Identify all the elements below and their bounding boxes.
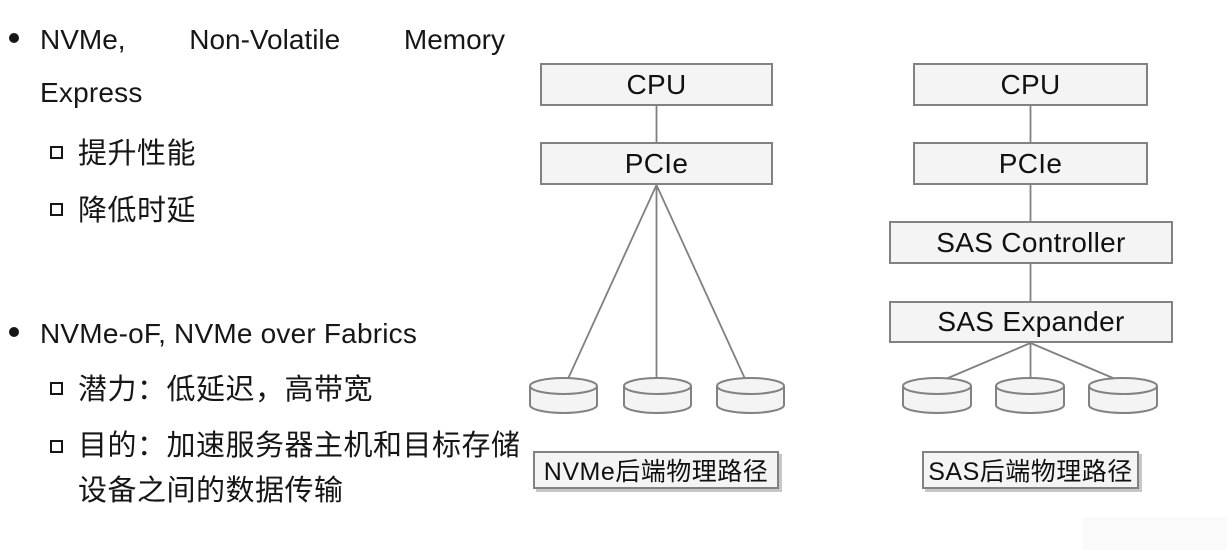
sub-bullet-purpose-line-1: 目的：加速服务器主机和目标存储 <box>78 430 521 462</box>
disk-icon <box>623 377 692 414</box>
disk-icon <box>529 377 598 414</box>
node-box-pcie: PCIe <box>540 142 773 185</box>
bullet-dot <box>9 33 19 43</box>
sas-path-caption: SAS后端物理路径 <box>922 451 1139 489</box>
connector-line <box>655 184 747 382</box>
node-box-sas-controller: SAS Controller <box>889 221 1173 264</box>
watermark-area <box>1083 517 1227 550</box>
disk-icon <box>995 377 1065 414</box>
bullet-1-line-2: Express <box>40 77 143 108</box>
connector-line <box>566 184 658 382</box>
connector-line <box>940 342 1031 382</box>
sub-bullet-reduce-latency: 降低时延 <box>78 195 197 227</box>
square-bullet-icon <box>50 382 63 395</box>
sub-bullet-potential: 潜力：低延迟，高带宽 <box>78 374 374 406</box>
bullet-1-word: Non-Volatile <box>189 24 341 55</box>
node-box-sas-expander: SAS Expander <box>889 301 1173 343</box>
disk-icon <box>716 377 785 414</box>
square-bullet-icon <box>50 203 63 216</box>
node-box-cpu: CPU <box>540 63 773 106</box>
bullet-2-title: NVMe-oF, NVMe over Fabrics <box>40 318 418 349</box>
sub-bullet-improve-performance: 提升性能 <box>78 138 197 170</box>
disk-icon <box>1088 377 1158 414</box>
bullet-1-line-1: NVMe, Non-Volatile Memory <box>40 23 505 57</box>
disk-icon <box>902 377 972 414</box>
bullet-1-word: NVMe, <box>40 24 126 55</box>
square-bullet-icon <box>50 146 63 159</box>
nvme-path-caption: NVMe后端物理路径 <box>533 451 779 489</box>
bullet-1-word: Memory <box>403 24 505 55</box>
sub-bullet-purpose-line-2: 设备之间的数据传输 <box>78 475 344 507</box>
square-bullet-icon <box>50 440 63 453</box>
connector-line <box>1030 342 1121 382</box>
node-box-pcie: PCIe <box>913 142 1148 185</box>
bullet-dot <box>9 327 19 337</box>
node-box-cpu: CPU <box>913 63 1148 106</box>
